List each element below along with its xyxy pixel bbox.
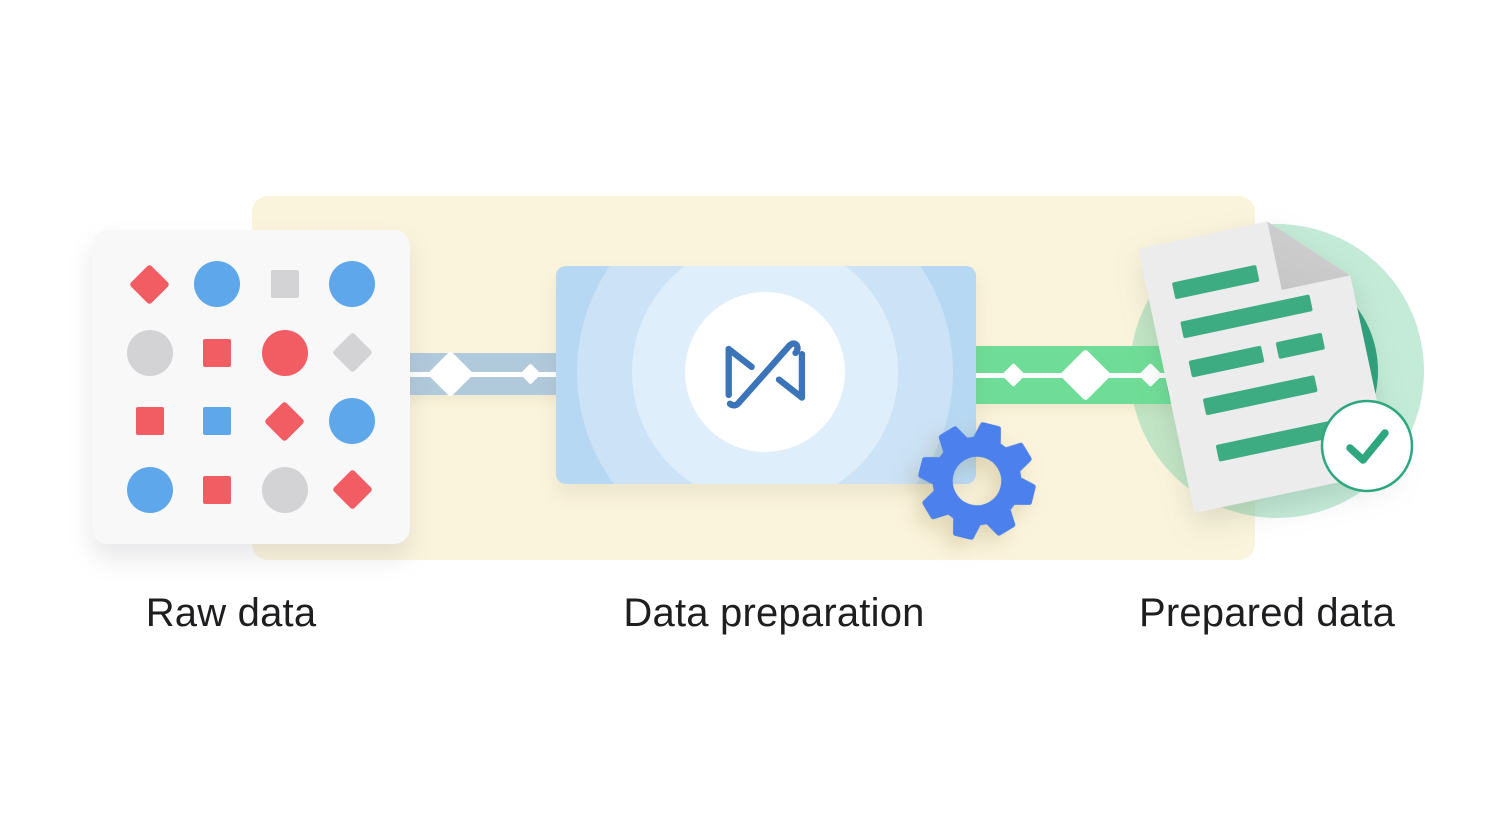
red-diamond-icon xyxy=(116,250,184,319)
red-circle-icon xyxy=(251,319,319,388)
blue-circle-icon xyxy=(319,250,387,319)
blue-circle-icon xyxy=(116,456,184,525)
red-square-icon xyxy=(184,319,252,388)
red-diamond-icon xyxy=(319,456,387,525)
logo-circle xyxy=(685,292,845,452)
document-fold xyxy=(1267,207,1350,290)
pipe-diamond-node-icon xyxy=(426,350,474,398)
gray-circle-icon xyxy=(251,456,319,525)
blue-circle-icon xyxy=(184,250,252,319)
raw-data-card xyxy=(92,230,410,544)
document-text-line xyxy=(1203,375,1318,415)
data-preparation-card xyxy=(556,266,976,484)
pipe-diamond-node-icon xyxy=(1137,362,1163,388)
dataprep-logo-icon xyxy=(725,340,806,409)
pipe-diamond-node-icon xyxy=(1000,362,1026,388)
document-text-line xyxy=(1172,265,1260,300)
blue-circle-icon xyxy=(319,387,387,456)
document-text-line xyxy=(1276,333,1325,359)
stage-label-raw-data: Raw data xyxy=(145,591,317,635)
pipe-flow-line xyxy=(408,371,558,377)
raw-data-grid xyxy=(116,250,386,524)
pipe-prep-to-prepared xyxy=(976,346,1180,404)
gray-circle-icon xyxy=(116,319,184,388)
gear-icon xyxy=(918,422,1036,540)
pipe-diamond-node-icon xyxy=(1058,348,1112,402)
gray-square-icon xyxy=(251,250,319,319)
pipe-raw-to-prep xyxy=(408,350,558,398)
gray-diamond-icon xyxy=(319,319,387,388)
stage-label-prepared-data: Prepared data xyxy=(1138,591,1396,635)
document-text-line xyxy=(1180,294,1313,338)
document-text-line xyxy=(1189,346,1265,378)
check-icon xyxy=(1346,429,1389,464)
blue-square-icon xyxy=(184,387,252,456)
red-square-icon xyxy=(116,387,184,456)
stage-label-data-preparation: Data preparation xyxy=(623,591,925,635)
pipe-diamond-node-icon xyxy=(519,363,541,385)
red-diamond-icon xyxy=(251,387,319,456)
check-circle-icon xyxy=(1320,399,1414,493)
red-square-icon xyxy=(184,456,252,525)
